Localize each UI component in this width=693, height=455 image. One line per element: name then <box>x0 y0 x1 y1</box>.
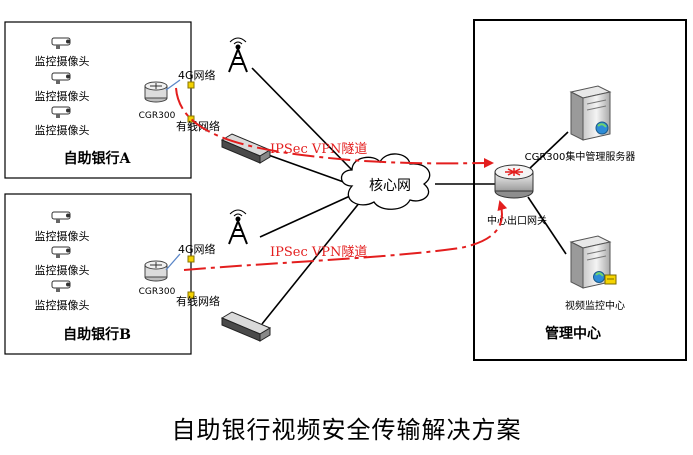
switch-icon <box>220 311 272 342</box>
wireless-line <box>165 79 181 91</box>
cloud-icon <box>340 153 431 210</box>
link-line <box>527 131 569 171</box>
camera-label: 监控摄像头 <box>35 54 90 68</box>
links <box>251 67 569 325</box>
core-network-label: 核心网 <box>369 178 411 194</box>
camera-icon <box>51 211 71 223</box>
gateway-label: 中心出口网关 <box>487 214 547 227</box>
link-line <box>259 151 353 186</box>
wireless-links <box>165 79 181 271</box>
server-icon <box>569 85 612 141</box>
bank-b-name: 自助银行B <box>63 326 131 343</box>
cell-tower-icon <box>228 209 248 245</box>
link-4g-label: 4G网络 <box>178 242 216 256</box>
cell-tower-icon <box>228 37 248 73</box>
server-label: CGR300集中管理服务器 <box>525 150 636 163</box>
link-line <box>261 201 361 325</box>
vpn-tunnel-a-label: IPSec VPN隧道 <box>270 141 367 157</box>
camera-icon <box>51 280 71 292</box>
link-line <box>259 195 351 238</box>
vpn-tunnel-b-label: IPSec VPN隧道 <box>270 244 367 260</box>
router-label: CGR300 <box>139 111 176 121</box>
link-wired-label: 有线网络 <box>176 294 220 308</box>
connector-marker <box>187 255 195 263</box>
camera-icon <box>51 246 71 258</box>
router-icon <box>144 81 168 103</box>
gateway-router-icon <box>494 164 534 199</box>
camera-icon <box>51 72 71 84</box>
camera-label: 监控摄像头 <box>35 263 90 277</box>
camera-label: 监控摄像头 <box>35 229 90 243</box>
camera-label: 监控摄像头 <box>35 89 90 103</box>
camera-label: 监控摄像头 <box>35 123 90 137</box>
camera-icon <box>51 37 71 49</box>
connector-marker <box>187 115 195 123</box>
wireless-line <box>165 253 181 271</box>
link-wired-label: 有线网络 <box>176 119 220 133</box>
router-icon <box>144 260 168 282</box>
video-center-icon <box>569 235 617 289</box>
diagram-caption: 自助银行视频安全传输解决方案 <box>171 416 522 444</box>
bank-a-name: 自助银行A <box>64 150 132 167</box>
camera-icon <box>51 106 71 118</box>
link-line <box>527 196 567 255</box>
camera-label: 监控摄像头 <box>35 298 90 312</box>
link-line <box>251 67 353 171</box>
management-name: 管理中心 <box>545 325 601 342</box>
connector-marker <box>187 81 195 89</box>
router-label: CGR300 <box>139 287 176 297</box>
switch-icon <box>220 133 272 164</box>
vpn-tunnel-a-line <box>175 87 494 169</box>
vpn-tunnel-b-line <box>183 200 508 271</box>
link-4g-label: 4G网络 <box>178 68 216 82</box>
connector-marker <box>187 291 195 299</box>
video-center-label: 视频监控中心 <box>565 299 625 312</box>
